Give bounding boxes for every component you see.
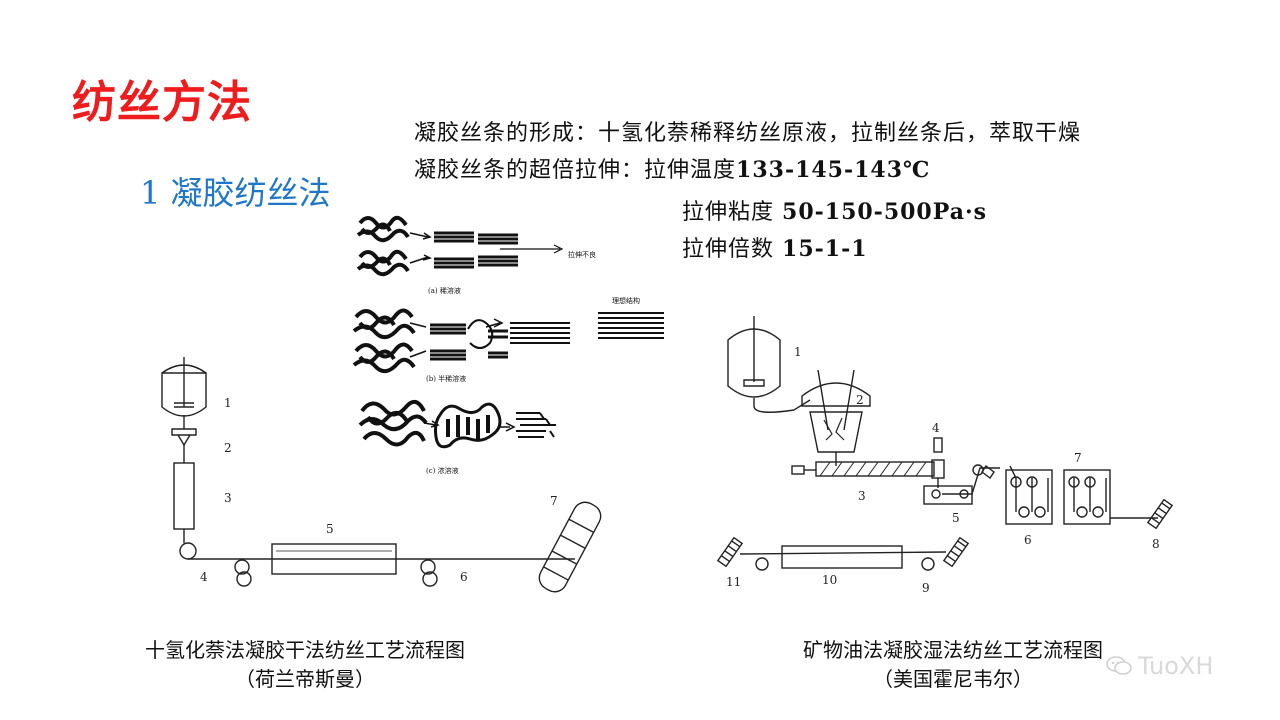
micro-row-a — [356, 215, 564, 277]
left-label-5: 5 — [326, 522, 334, 536]
right-label-11: 11 — [726, 575, 741, 589]
right-caption-source: （美国霍尼韦尔） — [873, 667, 1033, 691]
section-subtitle: 1 凝胶纺丝法 — [140, 174, 331, 212]
micro-row-b — [352, 308, 664, 374]
left-label-1: 1 — [224, 396, 232, 410]
winding-bobbin — [538, 501, 602, 593]
left-label-4: 4 — [200, 570, 208, 584]
right-label-8: 8 — [1152, 537, 1160, 551]
wet-spinning-flow-diagram: 1 2 3 4 5 6 7 8 9 10 11 — [716, 316, 1174, 595]
left-label-7: 7 — [550, 494, 558, 508]
micro-label-c: (c) 浓溶液 — [426, 466, 459, 475]
stretch-temp-label: 凝胶丝条的超倍拉伸：拉伸温度 — [414, 158, 737, 183]
drawn-yarn-bobbin — [942, 536, 970, 568]
micro-label-ideal: 理想结构 — [612, 296, 640, 305]
info-line-3: 拉伸粘度 50-150-500Pa·s — [682, 194, 987, 226]
right-label-7: 7 — [1074, 451, 1082, 465]
left-diagram-caption: 十氢化萘法凝胶干法纺丝工艺流程图 （荷兰帝斯曼） — [100, 634, 510, 692]
feed-roller-2 — [921, 557, 935, 571]
right-caption-title: 矿物油法凝胶湿法纺丝工艺流程图 — [803, 638, 1103, 662]
micro-label-a-result: 拉伸不良 — [568, 250, 596, 259]
feed-bobbin — [716, 536, 744, 568]
stretch-ratio-value: 15-1-1 — [782, 236, 868, 262]
left-label-3: 3 — [224, 491, 232, 505]
right-label-5: 5 — [952, 511, 960, 525]
feed-roller-1 — [755, 557, 769, 571]
micro-label-b: (b) 半稀溶液 — [426, 374, 466, 383]
info-line-1: 凝胶丝条的形成：十氢化萘稀释纺丝原液，拉制丝条后，萃取干燥 — [414, 115, 1081, 147]
info-line-4: 拉伸倍数 15-1-1 — [682, 231, 868, 263]
wechat-icon — [1106, 656, 1132, 675]
stretch-viscosity-label: 拉伸粘度 — [682, 200, 775, 225]
metering-pump — [933, 437, 943, 453]
stretch-viscosity-value: 50-150-500Pa·s — [782, 199, 987, 225]
info-line-2: 凝胶丝条的超倍拉伸：拉伸温度133-145-143℃ — [414, 152, 930, 184]
right-diagram-caption: 矿物油法凝胶湿法纺丝工艺流程图 （美国霍尼韦尔） — [748, 634, 1158, 692]
stretch-roller-1 — [234, 559, 252, 587]
right-label-2: 2 — [856, 393, 864, 407]
micro-row-c — [358, 399, 556, 449]
right-label-9: 9 — [922, 581, 930, 595]
stretch-ratio-label: 拉伸倍数 — [682, 237, 775, 262]
dissolving-vessel — [727, 328, 781, 398]
screw-extruder — [815, 461, 935, 477]
page-title: 纺丝方法 — [72, 77, 252, 128]
guide-roller — [179, 542, 197, 560]
mixing-tank — [801, 382, 871, 453]
spinning-tube — [173, 462, 195, 530]
left-caption-title: 十氢化萘法凝胶干法纺丝工艺流程图 — [145, 638, 465, 662]
stretch-roller-2 — [420, 559, 438, 587]
dry-spinning-flow-diagram: 1 2 3 4 5 6 7 — [161, 357, 602, 593]
drawing-oven — [271, 543, 397, 575]
coagulation-bath — [923, 485, 973, 505]
watermark-text: TuoXH — [1138, 652, 1214, 680]
right-label-1: 1 — [794, 345, 802, 359]
winding-bobbin — [1146, 498, 1174, 530]
metering-pump — [171, 428, 197, 447]
microstructure-figure: 拉伸不良 (a) 稀溶液 理想结构 (b) 半稀溶液 — [352, 215, 664, 475]
extraction-tank-1 — [1005, 469, 1053, 525]
right-label-3: 3 — [858, 489, 866, 503]
stretch-temp-value: 133-145-143℃ — [736, 157, 931, 183]
left-caption-source: （荷兰帝斯曼） — [235, 667, 375, 691]
left-label-2: 2 — [224, 441, 232, 455]
watermark: TuoXH — [1106, 652, 1213, 680]
right-label-4: 4 — [932, 421, 940, 435]
dissolving-vessel — [161, 372, 207, 417]
info-line-1-text: 凝胶丝条的形成：十氢化萘稀释纺丝原液，拉制丝条后，萃取干燥 — [414, 121, 1082, 146]
left-label-6: 6 — [460, 570, 468, 584]
right-label-10: 10 — [822, 573, 837, 587]
extraction-tank-2 — [1063, 469, 1111, 525]
hot-drawing-oven — [781, 545, 903, 569]
micro-label-a: (a) 稀溶液 — [428, 286, 461, 295]
right-label-6: 6 — [1024, 533, 1032, 547]
